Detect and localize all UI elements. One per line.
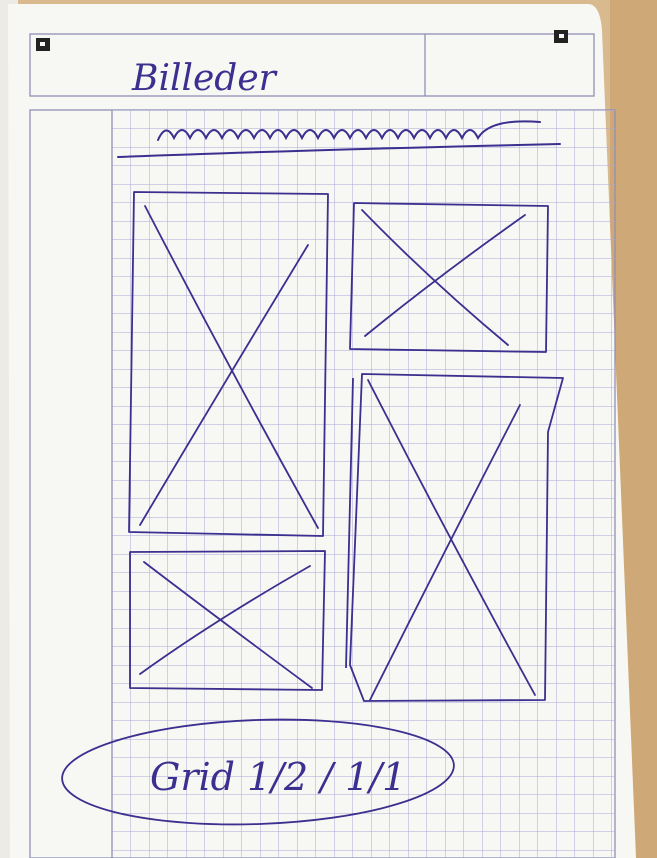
page-title: Billeder	[131, 58, 278, 99]
grid-paper-area	[30, 110, 615, 858]
note-label: Grid 1/2 / 1/1	[150, 755, 406, 799]
